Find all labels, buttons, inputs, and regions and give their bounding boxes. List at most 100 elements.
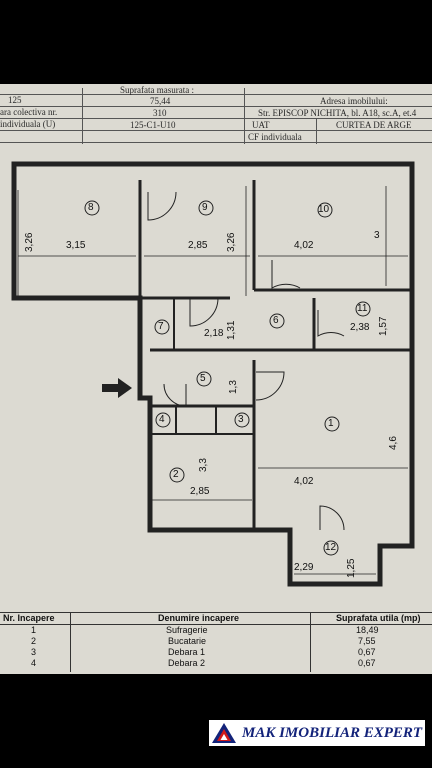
- room-marker: [154, 319, 170, 335]
- table-cell: 3: [31, 647, 37, 657]
- header-cell: 75,44: [150, 96, 171, 106]
- table-header: Denumire incapere: [158, 613, 240, 623]
- header-cell: CF individuala: [248, 132, 302, 142]
- header-cell: individuala (U): [0, 119, 56, 129]
- room-number: 10: [318, 204, 330, 215]
- room-number: 2: [173, 469, 179, 480]
- door-swing: [255, 371, 285, 401]
- table-cell: 0,67: [358, 647, 376, 657]
- header-divider: [316, 118, 317, 144]
- door-swing: [319, 505, 345, 531]
- room-marker: [317, 202, 333, 218]
- room-number: 3: [238, 414, 244, 425]
- room-number: 11: [357, 303, 368, 314]
- table-rule: [0, 624, 432, 625]
- floor-plan-drawing: [11, 161, 415, 587]
- room-number: 7: [158, 321, 164, 332]
- room-marker: [198, 200, 214, 216]
- table-cell: 0,67: [358, 658, 376, 668]
- dimension-label: 2,85: [190, 486, 210, 497]
- header-cell: Adresa imobilului:: [320, 96, 388, 106]
- header-rule: [0, 118, 432, 119]
- door-swing: [189, 297, 219, 327]
- room-marker: [234, 412, 250, 428]
- outer-wall: [11, 161, 415, 587]
- header-cell: CURTEA DE ARGE: [336, 120, 412, 130]
- door-swing: [271, 260, 301, 289]
- table-cell: Bucatarie: [168, 636, 207, 646]
- table-cell: 7,55: [358, 636, 376, 646]
- header-rule: [0, 142, 432, 143]
- header-rule: [0, 130, 432, 131]
- table-cell: 2: [31, 636, 37, 646]
- door-swing: [163, 383, 187, 407]
- dimension-label: 4,02: [294, 240, 314, 251]
- dimension-label: 4,6: [388, 436, 399, 450]
- room-number: 6: [273, 315, 279, 326]
- room-area-table: Nr. Incapere Denumire incapere Suprafata…: [0, 612, 432, 672]
- room-number: 9: [202, 202, 208, 213]
- room-marker: [155, 412, 171, 428]
- header-cell: Str. EPISCOP NICHITA, bl. A18, sc.A, et.…: [258, 108, 417, 118]
- header-cell: ara colectiva nr.: [0, 107, 58, 117]
- door-swing: [147, 191, 177, 221]
- window: [409, 370, 415, 510]
- dimension-label: 2,85: [188, 240, 208, 251]
- header-divider: [82, 88, 83, 144]
- table-divider: [70, 612, 71, 672]
- room-marker: [84, 200, 100, 216]
- agency-logo-icon: [212, 723, 236, 743]
- window: [168, 161, 236, 167]
- table-header: Suprafata utila (mp): [336, 613, 421, 623]
- table-header: Nr. Incapere: [3, 613, 55, 623]
- room-marker: [196, 371, 212, 387]
- agency-banner: MAK IMOBILIAR EXPERT: [209, 720, 425, 746]
- room-marker: [169, 467, 185, 483]
- room-marker: [269, 313, 285, 329]
- dimension-label: 2,38: [350, 322, 370, 333]
- dimension-label: 1,25: [346, 558, 357, 578]
- dimension-label: 3: [374, 230, 380, 241]
- room-number: 5: [200, 373, 206, 384]
- table-cell: 18,49: [356, 625, 379, 635]
- door-swing: [317, 310, 345, 337]
- room-number: 4: [159, 414, 165, 425]
- table-cell: Debara 2: [168, 658, 206, 668]
- header-cell: Suprafata masurata :: [120, 85, 194, 95]
- header-divider: [244, 88, 245, 144]
- header-rule: [0, 94, 432, 95]
- room-marker: [323, 540, 339, 556]
- window: [40, 161, 110, 167]
- registry-header: 125 Suprafata masurata : ara colectiva n…: [0, 85, 432, 148]
- window: [172, 527, 236, 533]
- room-number: 8: [88, 202, 94, 213]
- floor-plan-sheet: [0, 84, 432, 674]
- dimension-label: 1,3: [228, 380, 239, 394]
- header-cell: 125-C1-U10: [130, 120, 176, 130]
- header-cell: 310: [153, 108, 167, 118]
- dimension-label: 1,31: [226, 320, 237, 340]
- table-cell: Debara 1: [168, 647, 206, 657]
- dimension-label: 4,02: [294, 476, 314, 487]
- room-number: 1: [328, 418, 334, 429]
- window: [286, 161, 380, 167]
- dimension-label: 1,57: [378, 316, 389, 336]
- header-rule: [0, 106, 432, 107]
- entrance-arrow-icon: [102, 378, 132, 398]
- dimension-label: 2,18: [204, 328, 224, 339]
- header-cell: 125: [8, 95, 22, 105]
- header-cell: UAT: [252, 120, 270, 130]
- table-cell: Sufragerie: [166, 625, 208, 635]
- floor-plan: 8 9 10 7 6 11 5 4 3 1 2 12 3,15 3,26 2,8…: [0, 150, 432, 612]
- dimension-label: 3,3: [198, 458, 209, 472]
- agency-name: MAK IMOBILIAR EXPERT: [242, 725, 423, 741]
- dimension-label: 2,29: [294, 562, 314, 573]
- room-marker: [355, 301, 371, 317]
- table-cell: 4: [31, 658, 37, 668]
- dimension-label: 3,26: [226, 232, 237, 252]
- dimension-label: 3,15: [66, 240, 86, 251]
- room-marker: [324, 416, 340, 432]
- room-number: 12: [325, 542, 337, 553]
- table-cell: 1: [31, 625, 37, 635]
